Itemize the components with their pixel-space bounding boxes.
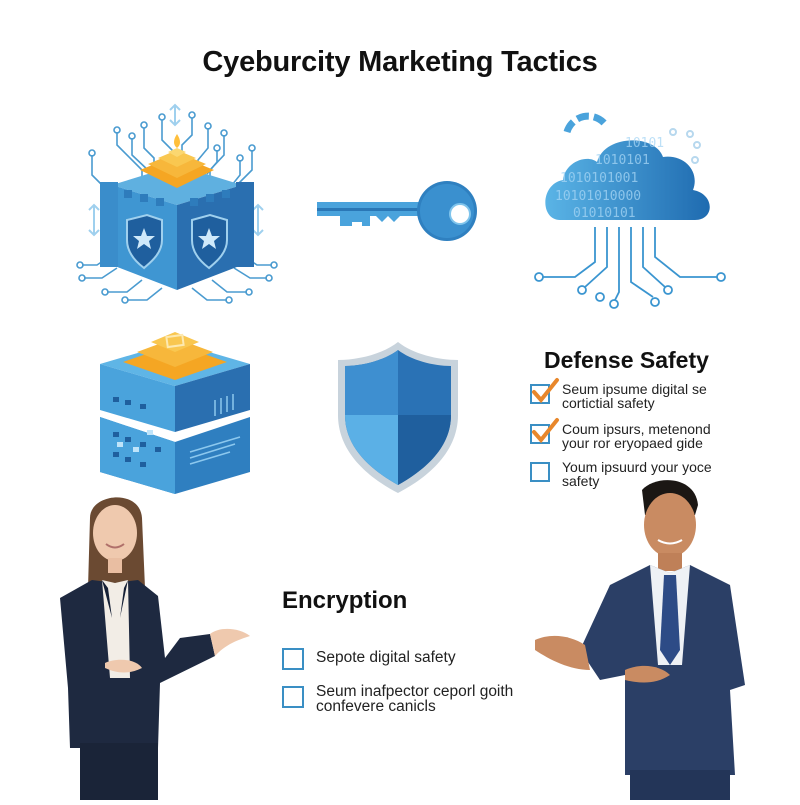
item-text: Seum inafpector ceporl goith confevere c… (316, 683, 514, 715)
businessman-presenting (530, 475, 770, 800)
binary-row: 01010101 (573, 206, 636, 221)
checkbox-unchecked[interactable] (282, 648, 304, 670)
cloud-binary-circuit-icon: 10101 1010101 1010101001 10101010000 010… (525, 112, 730, 317)
item-text: Youm ipsuurd your yoce safety (562, 459, 712, 489)
shield-icon (333, 340, 463, 495)
checkbox-unchecked[interactable] (282, 686, 304, 708)
checkmark-icon (532, 378, 559, 404)
binary-row: 10101010000 (555, 189, 641, 204)
binary-row: 1010101 (595, 153, 650, 168)
checkbox-unchecked[interactable] (530, 462, 550, 482)
server-stack-icon (95, 322, 255, 497)
binary-row: 10101 (625, 136, 664, 151)
checkmark-icon (532, 418, 559, 444)
businesswoman-presenting (30, 488, 260, 800)
defense-safety-item[interactable]: Coum ipsurs, metenond your ror eryopaed … (530, 418, 711, 451)
encryption-item[interactable]: Sepote digital safety (282, 648, 456, 670)
defense-safety-heading: Defense Safety (544, 347, 709, 373)
key-icon (312, 178, 487, 248)
item-text: Sepote digital safety (316, 649, 456, 666)
item-text: Seum ipsume digital se cortictial safety (562, 381, 707, 411)
fortress-circuit-icon (72, 100, 282, 310)
checkbox-checked[interactable] (530, 378, 559, 404)
defense-safety-item[interactable]: Youm ipsuurd your yoce safety (530, 459, 712, 489)
binary-row: 1010101001 (560, 171, 638, 186)
encryption-heading: Encryption (282, 587, 408, 614)
checkbox-checked[interactable] (530, 418, 559, 444)
defense-safety-item[interactable]: Seum ipsume digital se cortictial safety (530, 378, 707, 411)
encryption-item[interactable]: Seum inafpector ceporl goith confevere c… (282, 683, 514, 715)
page-title: Cyeburcity Marketing Tactics (202, 46, 598, 78)
item-text: Coum ipsurs, metenond your ror eryopaed … (562, 421, 711, 451)
